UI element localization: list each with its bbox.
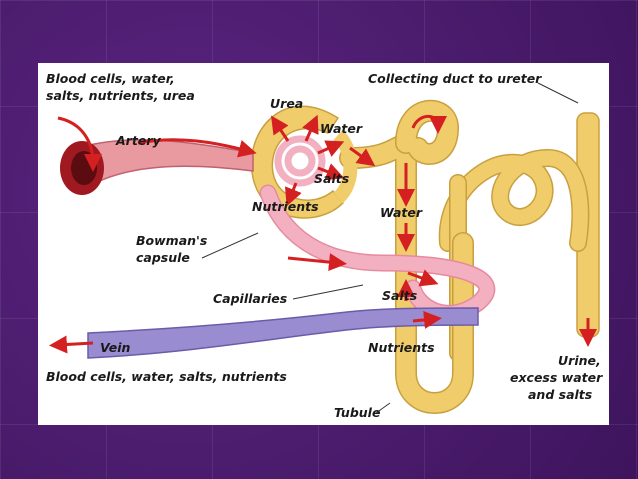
artery xyxy=(60,139,254,195)
label-nutrients-top: Nutrients xyxy=(252,199,319,214)
label-capsule: capsule xyxy=(136,250,190,265)
label-excess-water: excess water xyxy=(510,370,603,385)
label-urea: Urea xyxy=(270,96,304,111)
label-salts-nutrients-urea: salts, nutrients, urea xyxy=(46,88,195,103)
label-blood-cells-water: Blood cells, water, xyxy=(46,71,175,86)
label-artery: Artery xyxy=(116,133,161,148)
label-water-mid: Water xyxy=(380,205,422,220)
label-salts-mid: Salts xyxy=(382,288,418,303)
label-capillaries: Capillaries xyxy=(213,291,288,306)
flow-arrows xyxy=(49,114,597,354)
label-salts-top: Salts xyxy=(314,171,350,186)
label-urine: Urine, xyxy=(558,353,601,368)
label-vein: Vein xyxy=(100,340,131,355)
label-water-top: Water xyxy=(320,121,362,136)
label-nutrients-mid: Nutrients xyxy=(368,340,435,355)
glomerulus xyxy=(274,135,326,187)
label-bowmans: Bowman's xyxy=(136,233,208,248)
tubule xyxy=(339,99,474,414)
label-and-salts: and salts xyxy=(528,387,593,402)
diagram-panel: Blood cells, water, salts, nutrients, ur… xyxy=(38,63,609,425)
label-tubule: Tubule xyxy=(334,405,381,420)
label-collecting-duct: Collecting duct to ureter xyxy=(368,71,542,86)
kidney-nephron-diagram xyxy=(49,99,600,414)
vein xyxy=(87,307,479,359)
label-blood-cells-water-salts-nutrients: Blood cells, water, salts, nutrients xyxy=(46,369,287,384)
